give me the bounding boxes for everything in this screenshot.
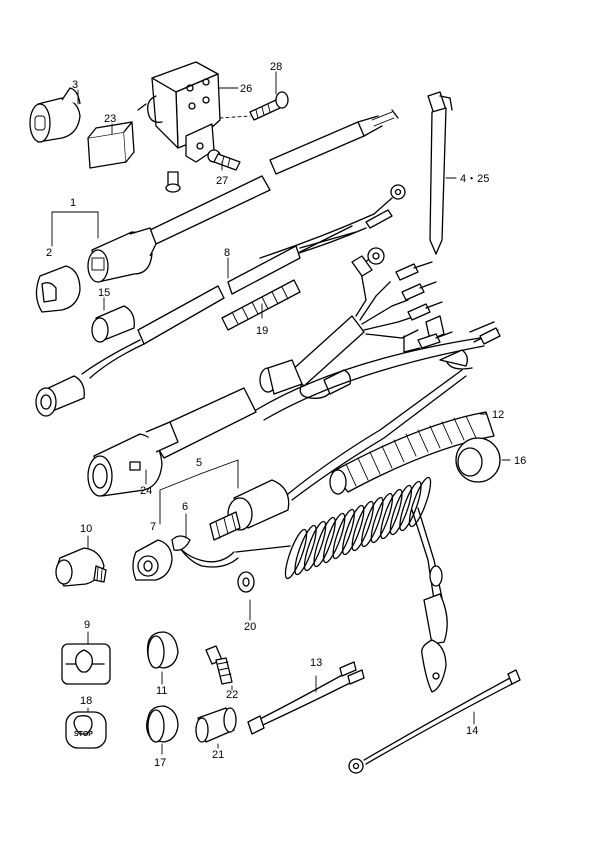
part-26-bracket [137, 61, 221, 163]
callout-8: 8 [224, 247, 230, 259]
coil-loop [399, 480, 422, 532]
harness-bundle [259, 247, 453, 395]
callout-21: 21 [212, 749, 224, 761]
callout-28: 28 [270, 61, 282, 73]
callout-3: 3 [72, 79, 78, 91]
long-harness-right [255, 321, 501, 421]
callout-12: 12 [492, 409, 504, 421]
callout-11: 11 [156, 685, 167, 697]
coil-loop [332, 508, 355, 560]
part-24-plug [87, 387, 257, 497]
part-14-strap [348, 669, 521, 774]
part-1-connector [87, 227, 157, 283]
part-28-bolt [249, 91, 289, 121]
small-screw [165, 171, 181, 193]
callout-19: 19 [256, 325, 268, 337]
part-11-cap [146, 631, 179, 669]
callout-18: 18 [80, 695, 92, 707]
part-8-cable [137, 225, 357, 345]
part-18-stop-plate [65, 711, 107, 749]
part-7-nut [132, 539, 173, 581]
callout-22: 22 [226, 689, 238, 701]
lanyard-clip [411, 507, 448, 693]
coil-loop [389, 484, 413, 536]
part-21-sleeve [195, 707, 237, 743]
coil-loop [303, 520, 327, 572]
part-20-washer [237, 571, 255, 593]
callout-2: 2 [46, 247, 52, 259]
callout-labels: 3 23 26 28 27 4・25 1 2 8 15 19 12 16 5 2… [46, 61, 526, 769]
callout-5: 5 [196, 457, 202, 469]
coil-loop [322, 512, 346, 564]
callout-7: 7 [150, 521, 156, 533]
coiled-cord [284, 476, 432, 580]
callout-20: 20 [244, 621, 256, 633]
stop-plate-label: STOP [74, 731, 93, 738]
part-13-wire [247, 661, 365, 735]
coil-loop [294, 524, 317, 576]
callout-27: 27 [216, 175, 228, 187]
callout-26: 26 [240, 83, 252, 95]
callout-13: 13 [310, 657, 322, 669]
part-10-switch [55, 547, 107, 587]
part-17-cap [146, 705, 179, 743]
part-22-screw [205, 645, 233, 685]
coil-loop [370, 492, 394, 544]
coil-loop [361, 496, 384, 548]
coil-loop [313, 516, 336, 568]
part-15-sleeve [91, 305, 135, 343]
callout-17: 17 [154, 757, 166, 769]
part-9-plate [61, 643, 111, 685]
part-16-grommet [455, 437, 501, 483]
part-6-lanyard [171, 535, 291, 568]
part-12-coil [329, 411, 495, 495]
coil-loop [408, 476, 432, 528]
leader-lines [51, 71, 511, 755]
coil-loop [284, 528, 308, 580]
callout-9: 9 [84, 619, 90, 631]
callout-10: 10 [80, 523, 92, 535]
callout-4-25: 4・25 [460, 173, 489, 185]
callout-16: 16 [514, 455, 526, 467]
main-cable-top [149, 109, 399, 245]
callout-23: 23 [104, 113, 116, 125]
grommet-lead [35, 339, 145, 417]
part-4-25-cable-tie [427, 91, 453, 255]
callout-14: 14 [466, 725, 478, 737]
callout-15: 15 [98, 287, 110, 299]
coil-loop [380, 488, 403, 540]
coil-loop [342, 504, 365, 556]
callout-6: 6 [182, 501, 188, 513]
callout-24: 24 [140, 485, 152, 497]
callout-1: 1 [70, 197, 76, 209]
part-23-block [87, 121, 135, 169]
part-27-screw [207, 149, 241, 171]
coil-loop [351, 500, 374, 552]
part-5-stop-switch [209, 369, 467, 541]
part-2-cap [35, 265, 81, 313]
part-19-sleeve [221, 279, 301, 331]
part-3-plug [29, 87, 81, 143]
